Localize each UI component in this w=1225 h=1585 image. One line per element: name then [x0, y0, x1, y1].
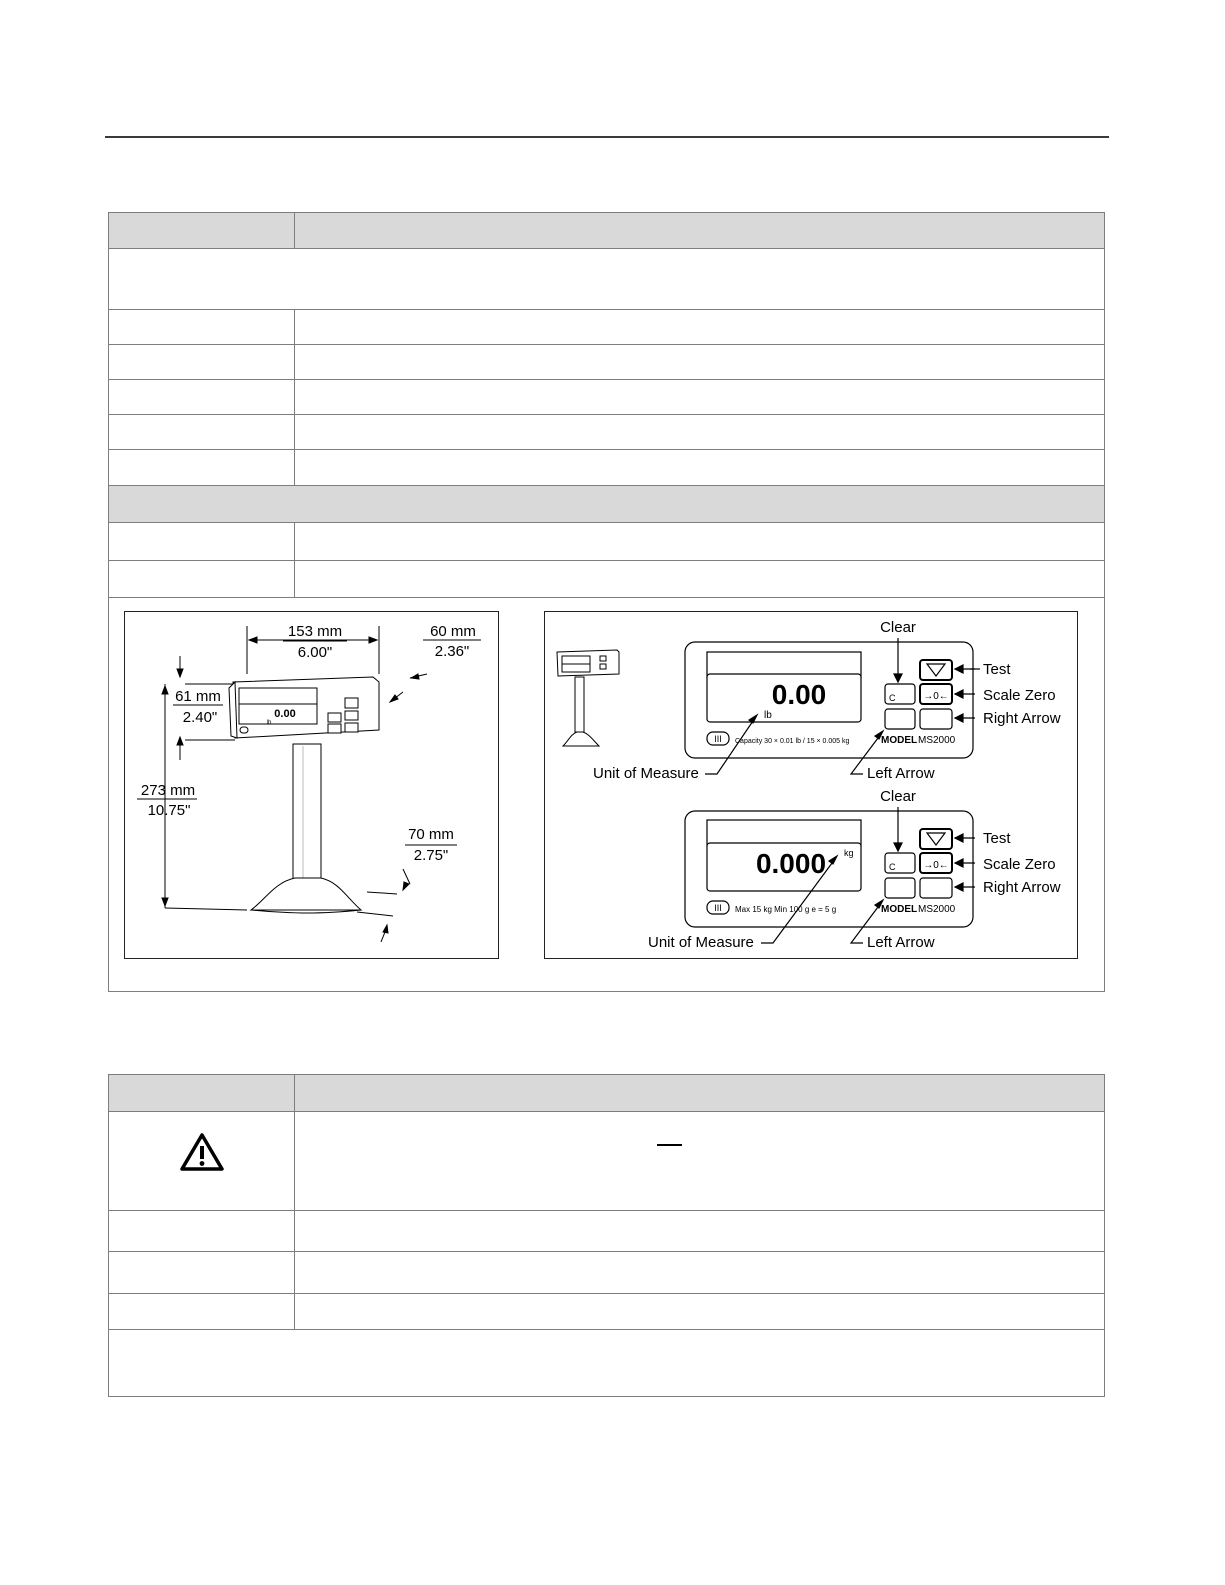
dim-height-mm: 273 mm — [141, 782, 195, 799]
clear-label-bottom: Clear — [880, 788, 916, 805]
dim-base-mm: 70 mm — [408, 826, 454, 843]
table-row — [109, 309, 1104, 344]
right-arrow-label-bottom: Right Arrow — [983, 879, 1061, 896]
table-header-row — [109, 1075, 1104, 1111]
table-row — [109, 1251, 1104, 1293]
table-row — [109, 560, 1104, 597]
table-row — [109, 414, 1104, 449]
key-c-top: C — [889, 693, 896, 703]
class-mark-bottom: III — [714, 903, 722, 913]
display-value-lb: 0.00 — [772, 679, 827, 710]
display-value-kg: 0.000 — [756, 848, 826, 879]
dim-depth-in: 2.36" — [435, 643, 470, 660]
dimensions-drawing: 153 mm 6.00" 60 mm 2.36" 61 mm 2.40" 273… — [137, 623, 481, 943]
table-row — [109, 1210, 1104, 1251]
model-word-top: MODEL — [881, 735, 917, 746]
display-unit-kg: kg — [844, 848, 854, 858]
clear-label-top: Clear — [880, 619, 916, 636]
table-header-row — [109, 213, 1104, 248]
underline-mark — [657, 1144, 682, 1146]
dim-height-in: 10.75" — [148, 802, 191, 819]
safety-table — [108, 1074, 1105, 1397]
left-arrow-label-bottom: Left Arrow — [867, 934, 935, 951]
spanning-row — [109, 1329, 1104, 1396]
dim-width-mm: 153 mm — [288, 623, 342, 640]
header-rule — [105, 136, 1109, 138]
capacity-kg: Max 15 kg Min 100 g e = 5 g — [735, 905, 836, 914]
specification-table — [108, 212, 1105, 992]
right-arrow-label-top: Right Arrow — [983, 710, 1061, 727]
table-row — [109, 379, 1104, 414]
header-cell-left — [109, 213, 295, 248]
class-mark-top: III — [714, 734, 722, 744]
capacity-lb: Capacity 30 × 0.01 lb / 15 × 0.005 kg — [735, 738, 850, 745]
unit-label-top: Unit of Measure — [593, 765, 699, 782]
section-header-row — [109, 485, 1104, 522]
test-label-bottom: Test — [983, 830, 1011, 847]
table-row — [109, 344, 1104, 379]
model-word-bottom: MODEL — [881, 904, 917, 915]
header-cell-right — [295, 213, 1104, 248]
test-label-top: Test — [983, 661, 1011, 678]
header-cell-right — [295, 1075, 1104, 1111]
table-row — [109, 522, 1104, 560]
control-panel-drawing: Clear Test Scale Zero Right Arrow Left A… — [556, 619, 1061, 951]
model-name-bottom: MS2000 — [918, 904, 956, 915]
warning-cell — [109, 1112, 295, 1210]
dim-width-in: 6.00" — [298, 644, 333, 661]
header-cell-left — [109, 1075, 295, 1111]
mini-display-value: 0.00 — [274, 708, 295, 720]
table-row — [109, 1293, 1104, 1329]
scale-thumbnail — [556, 649, 620, 747]
dimensions-figure: 153 mm 6.00" 60 mm 2.36" 61 mm 2.40" 273… — [124, 611, 499, 959]
table-row — [109, 449, 1104, 485]
key-zero-top: →0← — [923, 691, 949, 702]
key-zero-bottom: →0← — [923, 860, 949, 871]
warning-triangle-icon — [179, 1133, 224, 1171]
unit-label-bottom: Unit of Measure — [648, 934, 754, 951]
left-arrow-label-top: Left Arrow — [867, 765, 935, 782]
dim-depth-mm: 60 mm — [430, 623, 476, 640]
key-c-bottom: C — [889, 862, 896, 872]
scale-zero-label-bottom: Scale Zero — [983, 856, 1056, 873]
warning-row — [109, 1111, 1104, 1210]
scale-zero-label-top: Scale Zero — [983, 687, 1056, 704]
dim-base-in: 2.75" — [414, 847, 449, 864]
dim-head-mm: 61 mm — [175, 688, 221, 705]
control-panel-figure: Clear Test Scale Zero Right Arrow Left A… — [544, 611, 1078, 959]
display-unit-lb: lb — [764, 710, 772, 721]
dim-head-in: 2.40" — [183, 709, 218, 726]
spanning-row — [109, 248, 1104, 309]
warning-text-cell — [295, 1112, 1104, 1210]
figure-row — [109, 597, 1104, 991]
mini-display-unit: lb — [267, 720, 272, 726]
model-name-top: MS2000 — [918, 735, 956, 746]
